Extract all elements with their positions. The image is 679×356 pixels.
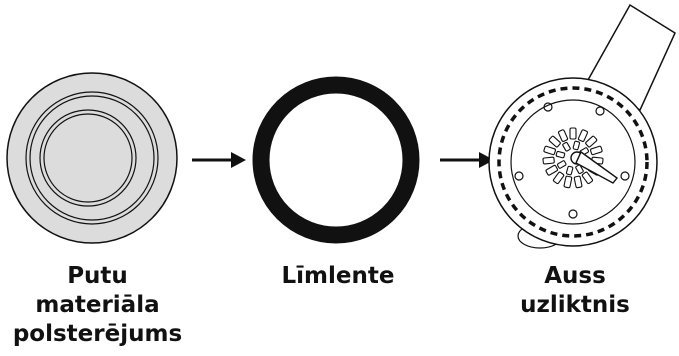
label-foam-pad-line3: polsterējums [12, 321, 183, 347]
label-foam-pad: Putu materiāla polsterējums [0, 262, 195, 349]
label-tape: Līmlente [243, 262, 433, 291]
label-ear-cushion: Auss uzliktnis [475, 262, 675, 320]
ear-cushion-icon [488, 3, 676, 249]
label-tape-text: Līmlente [281, 263, 395, 289]
foam-pad-icon [6, 72, 178, 244]
label-foam-pad-line1: Putu [67, 263, 128, 289]
label-ear-cushion-line1: Auss [544, 263, 606, 289]
tape-ring-icon [252, 76, 420, 244]
arrow-right-icon [192, 152, 246, 168]
label-ear-cushion-line2: uzliktnis [520, 292, 630, 318]
label-foam-pad-line2: materiāla [35, 292, 160, 318]
arrow-right-icon [440, 152, 494, 168]
